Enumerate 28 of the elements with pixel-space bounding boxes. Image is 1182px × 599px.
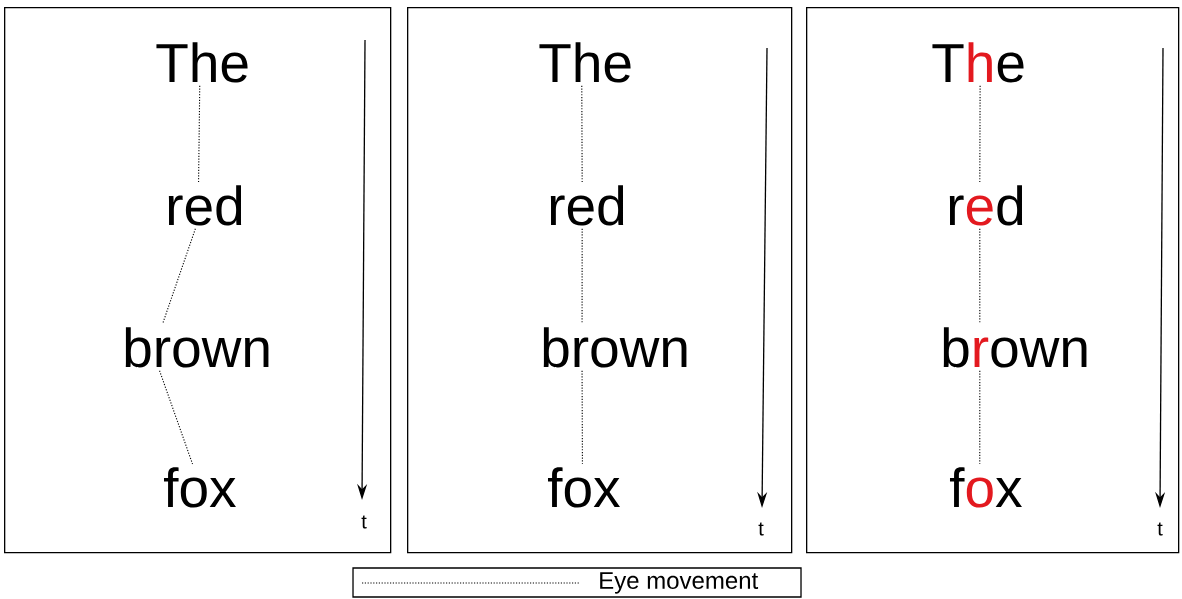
eye-movement-path [162, 228, 196, 325]
word: The [156, 42, 248, 83]
legend: Eye movement [352, 567, 802, 598]
word: The [539, 42, 631, 83]
eye-movement-path [979, 85, 981, 183]
word: brown [125, 327, 269, 368]
eye-movement-path [979, 228, 981, 325]
eye-movement-path [198, 85, 201, 183]
panel [806, 7, 1180, 554]
eye-movement-path [979, 370, 981, 465]
eye-movement-path [581, 370, 583, 465]
word: brown [543, 327, 687, 368]
word: red [550, 185, 624, 226]
word: fox [548, 467, 620, 508]
time-label: t [1157, 522, 1163, 536]
word: The [932, 42, 1024, 83]
word: red [949, 185, 1023, 226]
panel [407, 7, 793, 554]
word: brown [943, 327, 1087, 368]
word: red [168, 185, 242, 226]
panel [4, 7, 392, 554]
time-label: t [361, 515, 367, 529]
eye-movement-path [581, 228, 583, 325]
time-label: t [758, 522, 764, 536]
word: fox [950, 467, 1022, 508]
word: fox [164, 467, 236, 508]
eye-movement-path [159, 370, 194, 465]
eye-movement-path [581, 85, 583, 183]
